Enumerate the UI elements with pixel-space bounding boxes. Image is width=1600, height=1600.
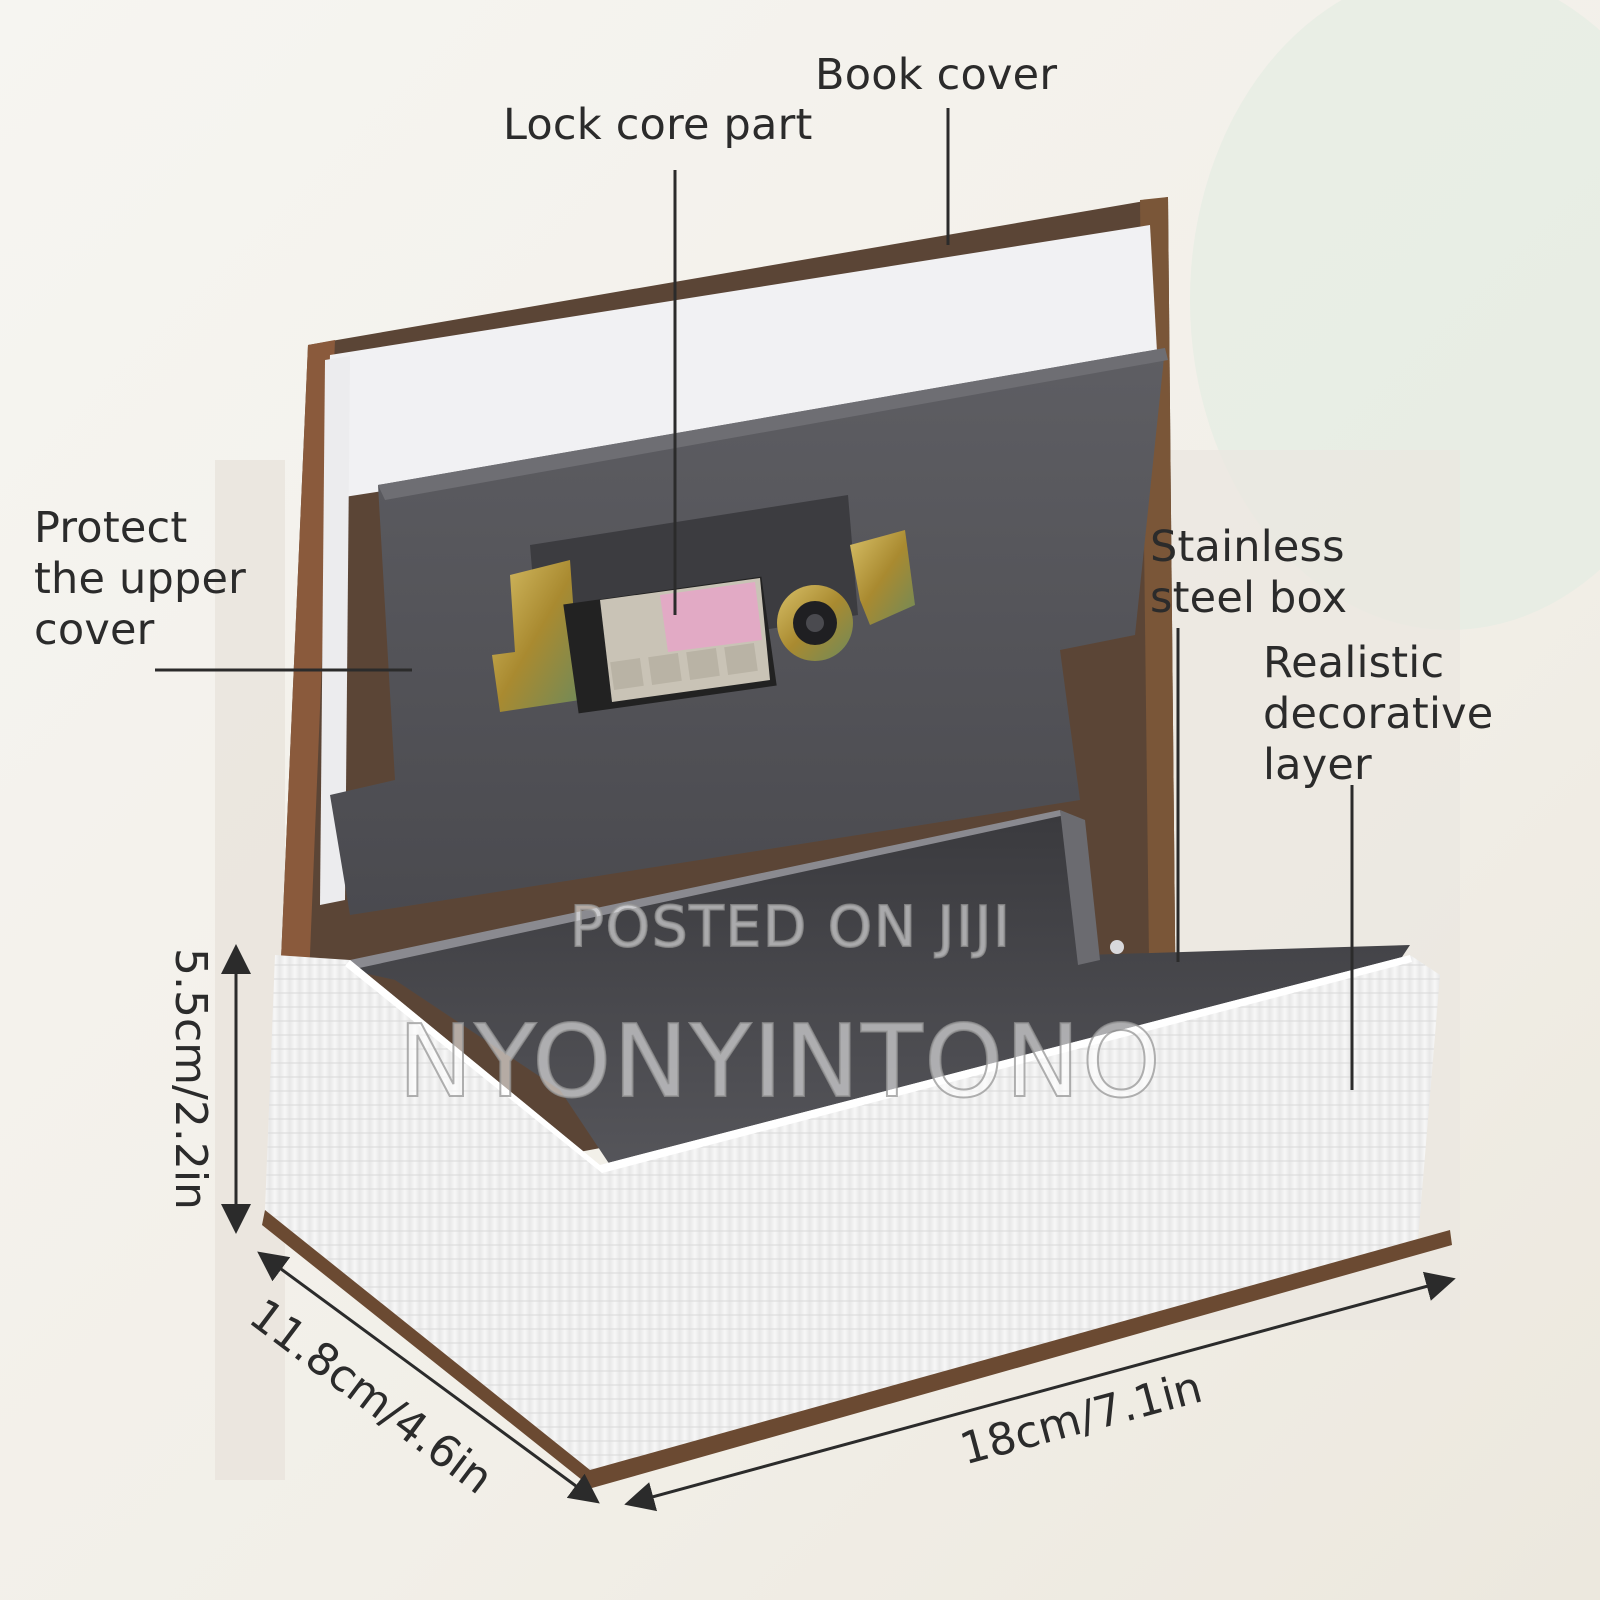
label-lock-core-part: Lock core part [503, 100, 813, 150]
label-stainless-steel-box: Stainless steel box [1150, 522, 1347, 624]
label-realistic-line-1: Realistic [1263, 638, 1445, 688]
label-stainless-line-1: Stainless [1150, 522, 1345, 572]
label-realistic-line-3: layer [1263, 740, 1372, 790]
label-realistic-line-2: decorative [1263, 689, 1494, 739]
label-stainless-line-2: steel box [1150, 573, 1348, 623]
cover-inner-pages-lower [320, 356, 350, 905]
dimension-height-label: 5.5cm/2.2in [165, 948, 216, 1210]
label-realistic-decorative-layer: Realistic decorative layer [1263, 638, 1493, 791]
label-protect-line-2: the upper [34, 554, 247, 604]
watermark-seller-name: NYONYINTONO [397, 1002, 1163, 1121]
watermark-posted-on-jiji: POSTED ON JIJI [569, 894, 1012, 961]
dimension-arrow-depth [257, 1251, 600, 1504]
dimension-arrow-width [624, 1271, 1456, 1512]
combination-wheels [610, 643, 758, 690]
cover-inner-pages [325, 225, 1158, 500]
label-protect-upper-cover: Protect the upper cover [34, 503, 246, 656]
lock-core [492, 495, 915, 714]
box-rivet [1110, 940, 1124, 954]
label-protect-line-3: cover [34, 605, 155, 655]
steel-box-interior [350, 815, 1410, 1165]
label-protect-line-1: Protect [34, 503, 188, 553]
steel-lid-lip [378, 348, 1168, 500]
label-book-cover: Book cover [815, 50, 1058, 100]
steel-box-side-wall [1060, 810, 1100, 965]
